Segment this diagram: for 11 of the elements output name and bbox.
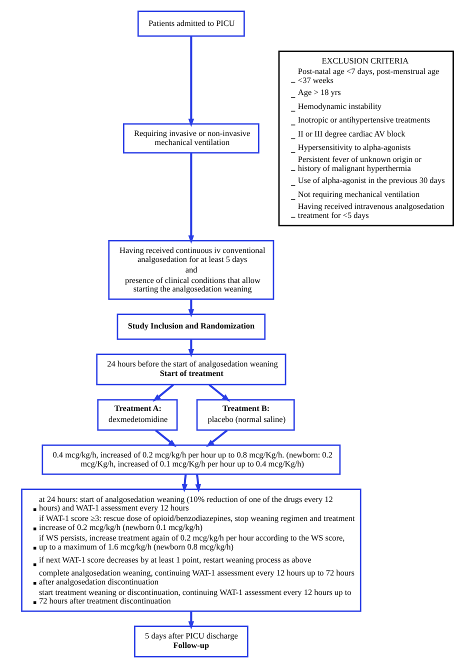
arrow [188,36,194,127]
arrow [152,384,174,402]
arrow [181,474,188,492]
arrow [188,339,194,358]
arrow [154,430,176,448]
arrow [188,299,194,318]
arrow [188,153,194,244]
arrow [194,474,201,492]
arrow [206,430,228,448]
arrow [188,611,194,630]
arrow [208,384,230,402]
